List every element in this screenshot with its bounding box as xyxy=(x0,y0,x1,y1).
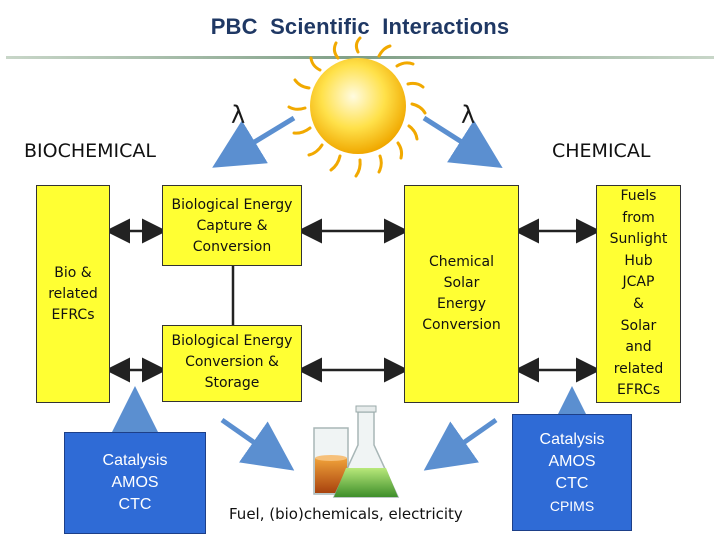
title-divider xyxy=(6,56,714,59)
sun-to-chemical-arrow xyxy=(422,115,503,169)
catalysis-right-line-2: AMOS xyxy=(548,452,596,470)
catalysis-left-line-2: AMOS xyxy=(111,474,159,491)
bio-storage-text: Biological Energy Conversion & Storage xyxy=(171,333,293,391)
catalysis-left-box: Catalysis AMOS CTC xyxy=(64,432,206,534)
lambda-right-label: λ xyxy=(461,101,476,129)
lambda-left-label: λ xyxy=(231,101,246,129)
bio-efrcs-box: Bio & related EFRCs xyxy=(36,185,110,403)
sun-icon xyxy=(287,36,427,178)
catalysis-right-line-1: Catalysis xyxy=(539,430,605,448)
title-part-pbc: PBC xyxy=(210,14,258,39)
sun-to-biochemical-arrow xyxy=(212,115,296,168)
chem-solar-text: Chemical Solar Energy Conversion xyxy=(422,254,501,333)
catalysis-right-line-4: CPIMS xyxy=(549,497,595,514)
title-part-scientific: Scientific xyxy=(270,14,370,39)
flask-erlenmeyer-icon xyxy=(332,405,400,498)
chem-to-products-arrow xyxy=(423,417,498,471)
biochemical-label: BIOCHEMICAL xyxy=(24,140,156,162)
bio-efrcs-text: Bio & related EFRCs xyxy=(48,264,98,323)
bio-capture-text: Biological Energy Capture & Conversion xyxy=(171,197,293,255)
title-part-interactions: Interactions xyxy=(382,14,510,39)
catalysis-right-box: Catalysis AMOS CTC CPIMS xyxy=(512,414,632,531)
chemical-label: CHEMICAL xyxy=(552,140,651,162)
page-title: PBC Scientific Interactions xyxy=(0,14,720,40)
chem-solar-box: Chemical Solar Energy Conversion xyxy=(404,185,519,403)
bio-to-products-arrow xyxy=(220,417,295,471)
fuels-hub-box: Fuels from Sunlight Hub JCAP & Solar and… xyxy=(596,185,681,403)
bio-capture-box: Biological Energy Capture & Conversion xyxy=(162,185,302,266)
fuels-hub-text: Fuels from Sunlight Hub JCAP & Solar and… xyxy=(609,188,668,399)
catalysis-right-line-3: CTC xyxy=(555,474,589,492)
products-label: Fuel, (bio)chemicals, electricity xyxy=(229,505,463,523)
bio-storage-box: Biological Energy Conversion & Storage xyxy=(162,325,302,402)
catalysis-left-line-3: CTC xyxy=(118,496,152,513)
catalysis-left-line-1: Catalysis xyxy=(102,452,168,469)
